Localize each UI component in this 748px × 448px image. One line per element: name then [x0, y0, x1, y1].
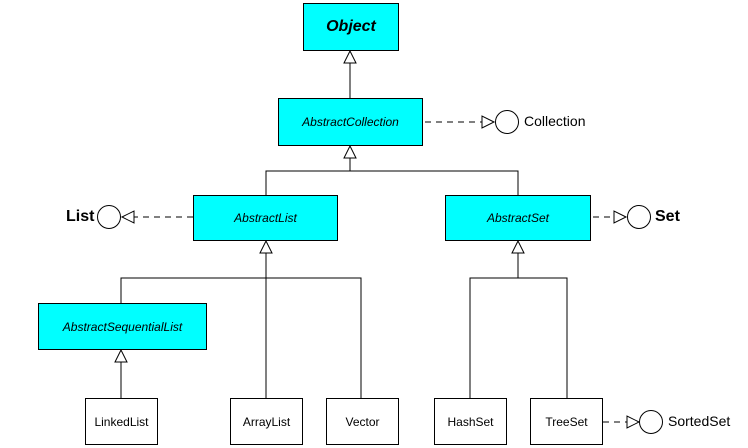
interface-set-label: Set: [655, 208, 680, 225]
inheritance-arrowhead: [343, 144, 357, 159]
inheritance-arrowhead: [343, 49, 357, 64]
interface-list-circle: [97, 205, 121, 229]
class-tree-set: TreeSet: [530, 398, 603, 445]
interface-sorted-set-label: SortedSet: [668, 413, 731, 429]
class-hash-set: HashSet: [434, 398, 507, 445]
implements-arrowhead: [626, 415, 641, 429]
implements-arrowhead: [481, 115, 496, 129]
class-array-list: ArrayList: [230, 398, 303, 445]
inheritance-line: [469, 277, 568, 398]
inheritance-line: [120, 277, 362, 398]
class-abstract-collection: AbstractCollection: [278, 98, 423, 146]
class-vector: Vector: [326, 398, 399, 445]
interface-collection-label: Collection: [524, 113, 586, 129]
implements-arrowhead: [613, 210, 628, 224]
interface-set-circle: [627, 205, 651, 229]
interface-sorted-set-circle: [639, 410, 663, 434]
inheritance-arrowhead: [511, 239, 525, 254]
interface-list-label: List: [66, 208, 95, 225]
class-abstract-sequential-list: AbstractSequentialList: [38, 303, 207, 350]
class-object: Object: [303, 3, 399, 51]
implements-arrowhead: [120, 210, 135, 224]
inheritance-arrowhead: [259, 239, 273, 254]
class-abstract-set: AbstractSet: [445, 195, 591, 241]
inheritance-line: [265, 170, 519, 195]
class-abstract-list: AbstractList: [193, 195, 338, 241]
class-linked-list: LinkedList: [85, 398, 158, 445]
inheritance-arrowhead: [114, 348, 128, 363]
interface-collection-circle: [495, 110, 519, 134]
